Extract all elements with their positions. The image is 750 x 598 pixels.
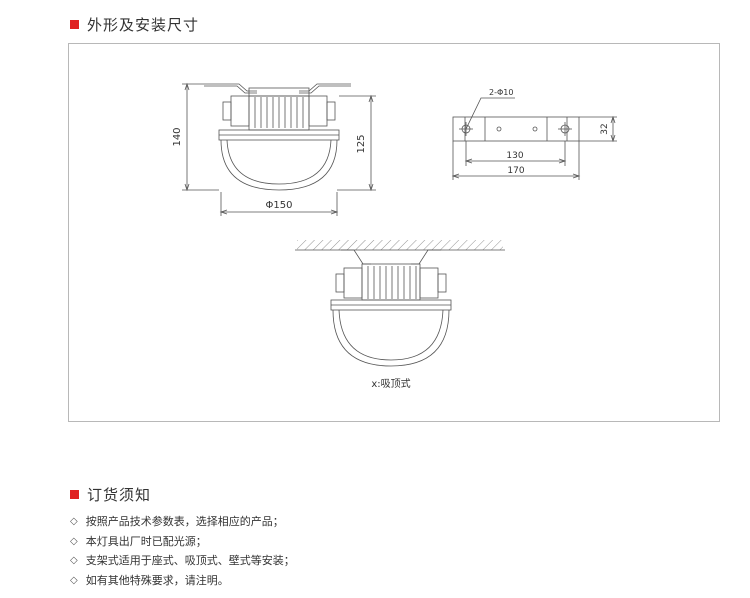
note-text: 按照产品技术参数表，选择相应的产品； (85, 515, 284, 528)
bracket-view (451, 97, 617, 180)
dimension-hole-spacing: 130 (506, 151, 523, 161)
list-item: ◇ 按照产品技术参数表，选择相应的产品； (70, 512, 295, 532)
note-text: 支架式适用于座式、吸顶式、壁式等安装； (85, 554, 295, 567)
dimension-hole-note: 2-Φ10 (489, 88, 513, 97)
diamond-bullet-icon: ◇ (70, 574, 78, 586)
diamond-bullet-icon: ◇ (70, 516, 78, 527)
dimension-height-total: 140 (172, 127, 183, 146)
diamond-bullet-icon: ◇ (70, 555, 78, 566)
list-item: ◇ 本灯具出厂时已配光源； (70, 532, 295, 552)
technical-drawing: 140 125 Φ150 (172, 82, 617, 390)
red-square-icon (70, 20, 79, 29)
dimension-bracket-length: 170 (507, 166, 524, 176)
technical-drawing-frame: 140 125 Φ150 (68, 43, 720, 422)
note-text: 如有其他特殊要求，请注明。 (85, 573, 229, 587)
red-square-icon (70, 490, 79, 499)
dimension-height-body: 125 (356, 134, 367, 153)
section-title: 外形及安装尺寸 (87, 16, 200, 34)
list-item: ◇ 如有其他特殊要求，请注明。 (70, 571, 295, 591)
dimension-bracket-width: 32 (600, 123, 610, 134)
dimension-diameter: Φ150 (266, 200, 293, 211)
mount-caption: x:吸顶式 (371, 377, 410, 390)
section-header-dimensions: 外形及安装尺寸 (70, 14, 199, 35)
ordering-notes-list: ◇ 按照产品技术参数表，选择相应的产品； ◇ 本灯具出厂时已配光源； ◇ 支架式… (70, 512, 295, 590)
ceiling-mount-view (295, 240, 505, 367)
section-header-ordering: 订货须知 (70, 484, 151, 505)
front-view (182, 82, 376, 216)
note-text: 本灯具出厂时已配光源； (85, 534, 207, 548)
section-title: 订货须知 (87, 486, 152, 504)
diamond-bullet-icon: ◇ (70, 535, 78, 547)
list-item: ◇ 支架式适用于座式、吸顶式、壁式等安装； (70, 551, 295, 571)
